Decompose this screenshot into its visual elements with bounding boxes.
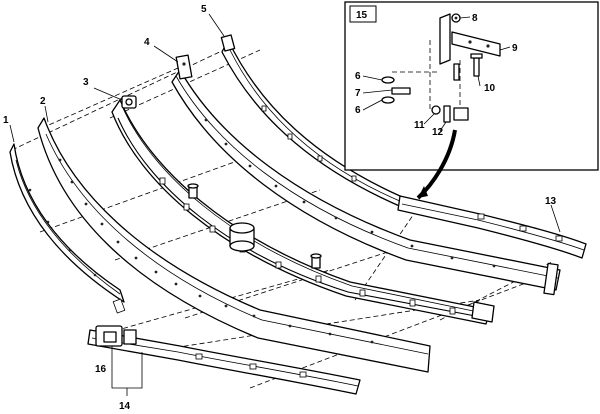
callout-12: 12 — [432, 127, 444, 138]
inset-bolt-10 — [453, 53, 483, 81]
callout-1: 1 — [3, 115, 9, 126]
part-4-holes — [204, 118, 496, 268]
callout-6b: 6 — [355, 105, 361, 116]
stud-2 — [310, 253, 322, 269]
inset-bracket — [392, 13, 501, 110]
part-3-end-clip — [121, 95, 137, 109]
part-16-clip — [95, 325, 137, 347]
callout-4: 4 — [144, 37, 150, 48]
detail-inset-15 — [344, 1, 599, 200]
leader-lines — [9, 13, 561, 233]
callout-5: 5 — [201, 4, 207, 15]
callout-9: 9 — [512, 43, 518, 54]
cylinder-cap — [229, 222, 255, 252]
callout-labels: 1 2 3 4 5 15 8 9 6 7 6 10 11 12 13 16 14 — [3, 4, 557, 412]
part-13-end-section — [397, 195, 587, 259]
stud-1 — [187, 183, 199, 199]
part-3-notches — [159, 177, 456, 315]
part-3-stud-rail — [111, 95, 495, 325]
inset-pin-12 — [443, 105, 469, 123]
inset-washer-11 — [431, 105, 441, 115]
part-4-tabbed-strip — [171, 54, 561, 296]
callout-16: 16 — [95, 364, 107, 375]
callout-15: 15 — [356, 10, 368, 21]
part-2-holes — [58, 158, 374, 344]
callout-14: 14 — [119, 401, 131, 412]
part-1-holes — [28, 188, 97, 277]
callout-8: 8 — [472, 13, 478, 24]
callout-7: 7 — [355, 88, 361, 99]
callout-11: 11 — [414, 120, 425, 131]
callout-2: 2 — [40, 96, 46, 107]
callout-13: 13 — [545, 196, 557, 207]
callout-10: 10 — [484, 83, 496, 94]
part-14-bottom-clip-assembly — [87, 325, 361, 396]
callout-3: 3 — [83, 77, 89, 88]
part-1-outer-strip — [9, 143, 126, 314]
callout-6a: 6 — [355, 71, 361, 82]
inset-clip-7 — [381, 76, 411, 104]
part-5-slots — [261, 105, 357, 182]
inset-nut-8 — [451, 13, 461, 23]
part-2-perforated-strip — [37, 117, 431, 373]
